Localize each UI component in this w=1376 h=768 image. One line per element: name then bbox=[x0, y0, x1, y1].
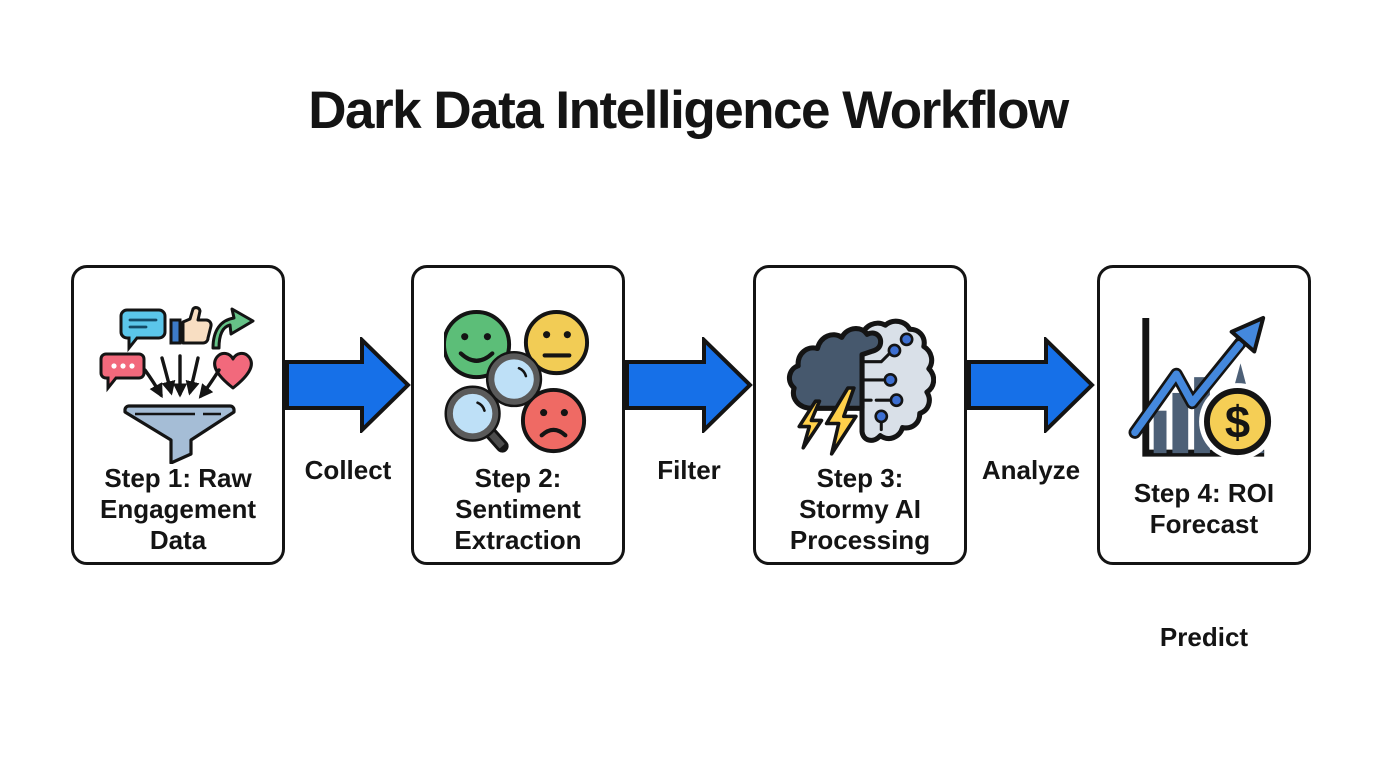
step-label-line: Engagement bbox=[99, 494, 257, 524]
connector-filter: Filter bbox=[625, 337, 753, 485]
magnifier-icon bbox=[485, 350, 543, 408]
right-arrow-icon bbox=[967, 337, 1095, 433]
step-label-line: Step 2: bbox=[474, 463, 562, 493]
step-label: Step 2: Sentiment Extraction bbox=[414, 463, 622, 556]
step-label: Step 4: ROI Forecast bbox=[1100, 478, 1308, 540]
sad-face-icon bbox=[520, 387, 587, 454]
trend-arrow-icon bbox=[1128, 315, 1266, 439]
right-arrow-icon bbox=[285, 337, 411, 433]
dots-bubble-icon bbox=[99, 352, 146, 393]
sentiment-analysis-icon bbox=[444, 310, 590, 454]
connector-label: Collect bbox=[304, 455, 392, 485]
connector-collect: Collect bbox=[285, 337, 411, 485]
chat-bubble-icon bbox=[119, 308, 167, 353]
step-box-stormy-ai-processing: Step 3: Stormy AI Processing bbox=[753, 265, 967, 565]
thumbs-up-icon bbox=[169, 306, 213, 345]
magnifier-icon bbox=[444, 385, 501, 442]
predict-label: Predict bbox=[1159, 622, 1249, 652]
share-arrow-icon bbox=[211, 307, 255, 350]
step-box-sentiment-extraction: Step 2: Sentiment Extraction bbox=[411, 265, 625, 565]
heart-icon bbox=[213, 351, 253, 390]
dollar-coin-icon: $ bbox=[1199, 383, 1277, 461]
connector-analyze: Analyze bbox=[967, 337, 1095, 485]
step-label-line: Forecast bbox=[1149, 509, 1259, 539]
neutral-face-icon bbox=[523, 310, 590, 376]
step-label-line: Step 4: ROI bbox=[1133, 478, 1275, 508]
step-label: Step 1: Raw Engagement Data bbox=[74, 463, 282, 556]
step-box-roi-forecast: $ Step 4: ROI Forecast bbox=[1097, 265, 1311, 565]
svg-text:$: $ bbox=[1225, 396, 1250, 447]
connector-label: Filter bbox=[657, 455, 721, 485]
step-label-line: Processing bbox=[789, 525, 931, 555]
storm-cloud-icon bbox=[786, 326, 884, 411]
converging-arrows bbox=[143, 354, 221, 399]
roi-growth-chart-icon: $ bbox=[1128, 315, 1277, 461]
circuit-brain-icon bbox=[859, 318, 936, 443]
page-title: Dark Data Intelligence Workflow bbox=[308, 81, 1069, 140]
engagement-funnel-icon bbox=[99, 306, 255, 464]
storm-cloud-brain-icon bbox=[786, 318, 936, 456]
lightning-bolt-icon bbox=[797, 386, 858, 456]
connector-label: Analyze bbox=[981, 455, 1081, 485]
step-label: Step 3: Stormy AI Processing bbox=[756, 463, 964, 556]
step-label-line: Extraction bbox=[454, 525, 582, 555]
step-label-line: Step 3: bbox=[816, 463, 904, 493]
step-box-raw-engagement: Step 1: Raw Engagement Data bbox=[71, 265, 285, 565]
step-label-line: Data bbox=[149, 525, 207, 555]
step-label-line: Sentiment bbox=[455, 494, 581, 524]
right-arrow-icon bbox=[625, 337, 753, 433]
step-label-line: Step 1: Raw bbox=[104, 463, 252, 493]
step-label-line: Stormy AI bbox=[799, 494, 921, 524]
funnel-icon bbox=[123, 404, 236, 464]
